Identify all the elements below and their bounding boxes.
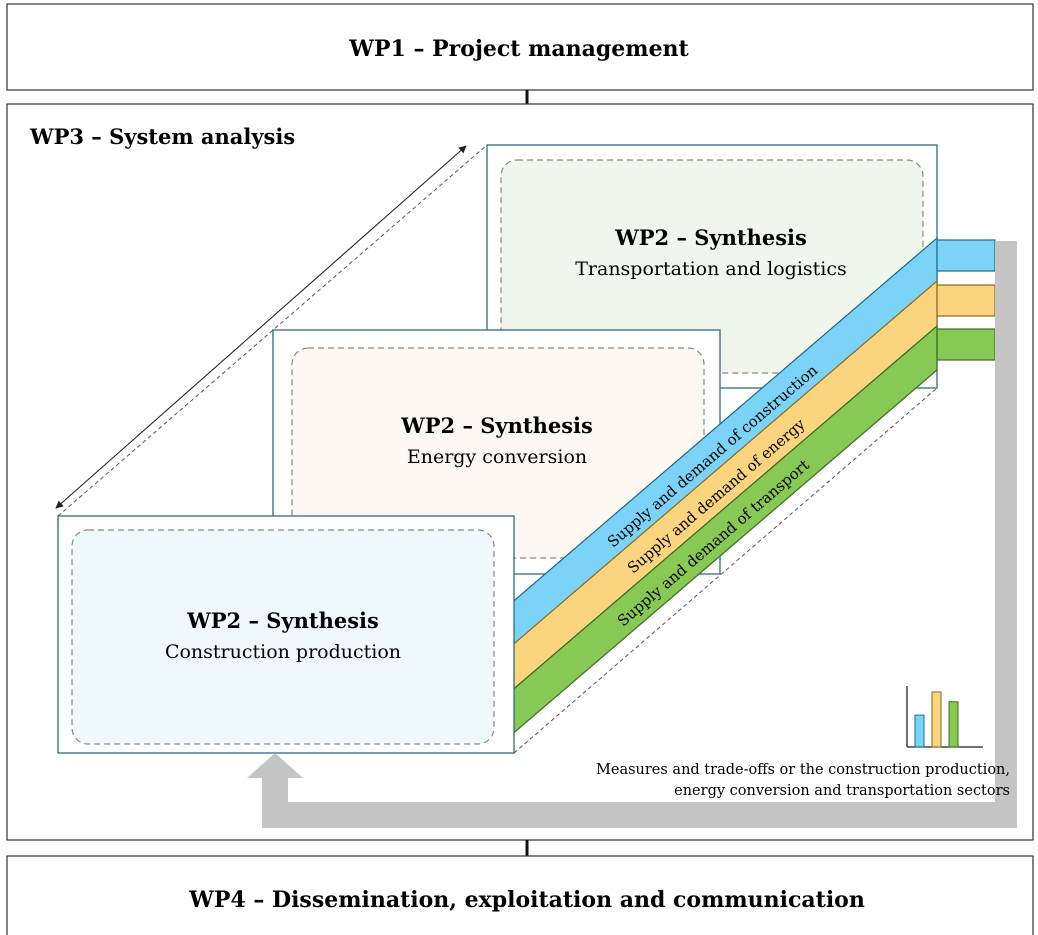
caption-line-1: Measures and trade-offs or the construct…: [596, 762, 1010, 778]
mini-bar-transport: [948, 701, 959, 748]
wp4-title: WP4 – Dissemination, exploitation and co…: [188, 887, 865, 913]
construction-card-title: WP2 – Synthesis: [186, 608, 379, 633]
mini-bar-construction: [914, 714, 925, 748]
mini-bar-chart: [906, 686, 983, 748]
wp1-box: [6, 3, 1034, 91]
wp3-title: WP3 – System analysis: [29, 124, 295, 149]
caption-line-2: energy conversion and transportation sec…: [674, 783, 1010, 799]
depth-arrow: [55, 145, 467, 509]
energy-card-title: WP2 – Synthesis: [400, 413, 593, 438]
wp4-box: [6, 855, 1034, 935]
construction-card-inner: [71, 529, 495, 745]
band-end-construction: [936, 239, 996, 272]
mini-bar-energy: [931, 691, 942, 748]
energy-card-subtitle: Energy conversion: [407, 446, 587, 468]
construction-card-subtitle: Construction production: [165, 641, 401, 663]
band-end-energy: [936, 284, 996, 317]
transport-card-title: WP2 – Synthesis: [614, 225, 807, 250]
wp1-title: WP1 – Project management: [348, 36, 689, 62]
band-end-transport: [936, 328, 996, 361]
transport-card-subtitle: Transportation and logistics: [575, 258, 847, 280]
